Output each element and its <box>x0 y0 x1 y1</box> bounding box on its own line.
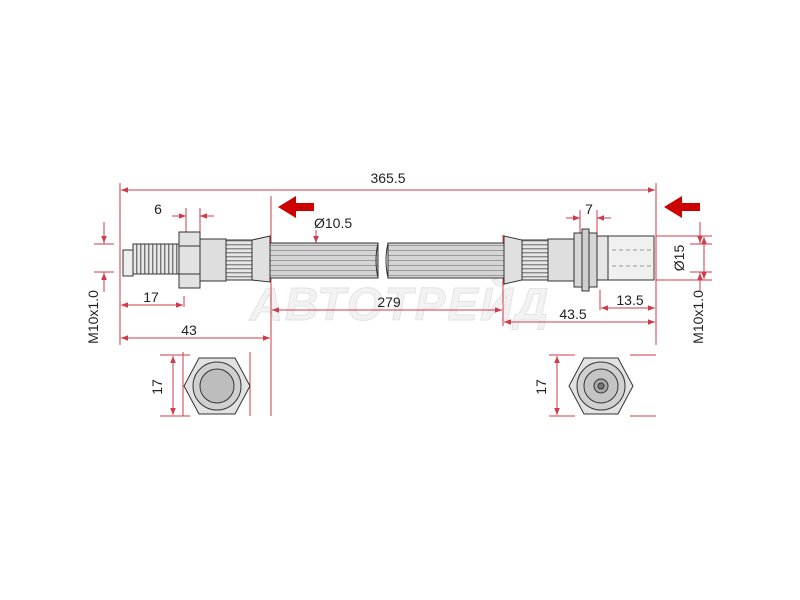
dim-hose-length: 279 <box>377 294 401 310</box>
dim-left-nut-offset: 17 <box>143 289 159 305</box>
right-hex-end-view <box>568 357 634 415</box>
dim-left-hex-size: 17 <box>149 379 165 395</box>
dim-right-fitting-length: 43.5 <box>559 306 586 322</box>
dim-right-fitting-diameter: Ø15 <box>671 245 687 272</box>
watermark: АВТОТРЕЙД <box>249 278 551 330</box>
right-fitting <box>503 228 655 292</box>
extension-lines <box>94 183 712 417</box>
dim-right-socket-length: 13.5 <box>616 292 643 308</box>
dimension-lines <box>101 187 707 415</box>
dim-hose-diameter: Ø10.5 <box>314 215 352 231</box>
dim-right-hex-size: 17 <box>533 379 549 395</box>
left-hex-end-view <box>183 357 251 415</box>
dim-right-flange-width: 7 <box>585 201 593 217</box>
dim-overall-length: 365.5 <box>370 170 405 186</box>
dim-left-thread-spec: M10x1.0 <box>85 290 101 344</box>
dim-right-thread-spec: M10x1.0 <box>690 290 706 344</box>
dim-left-thread-length: 6 <box>154 201 162 217</box>
red-arrow-left-icon <box>278 196 314 218</box>
hose-body <box>269 242 505 279</box>
dim-left-fitting-length: 43 <box>181 322 197 338</box>
left-fitting <box>122 231 271 289</box>
red-arrow-left-icon <box>664 196 700 218</box>
